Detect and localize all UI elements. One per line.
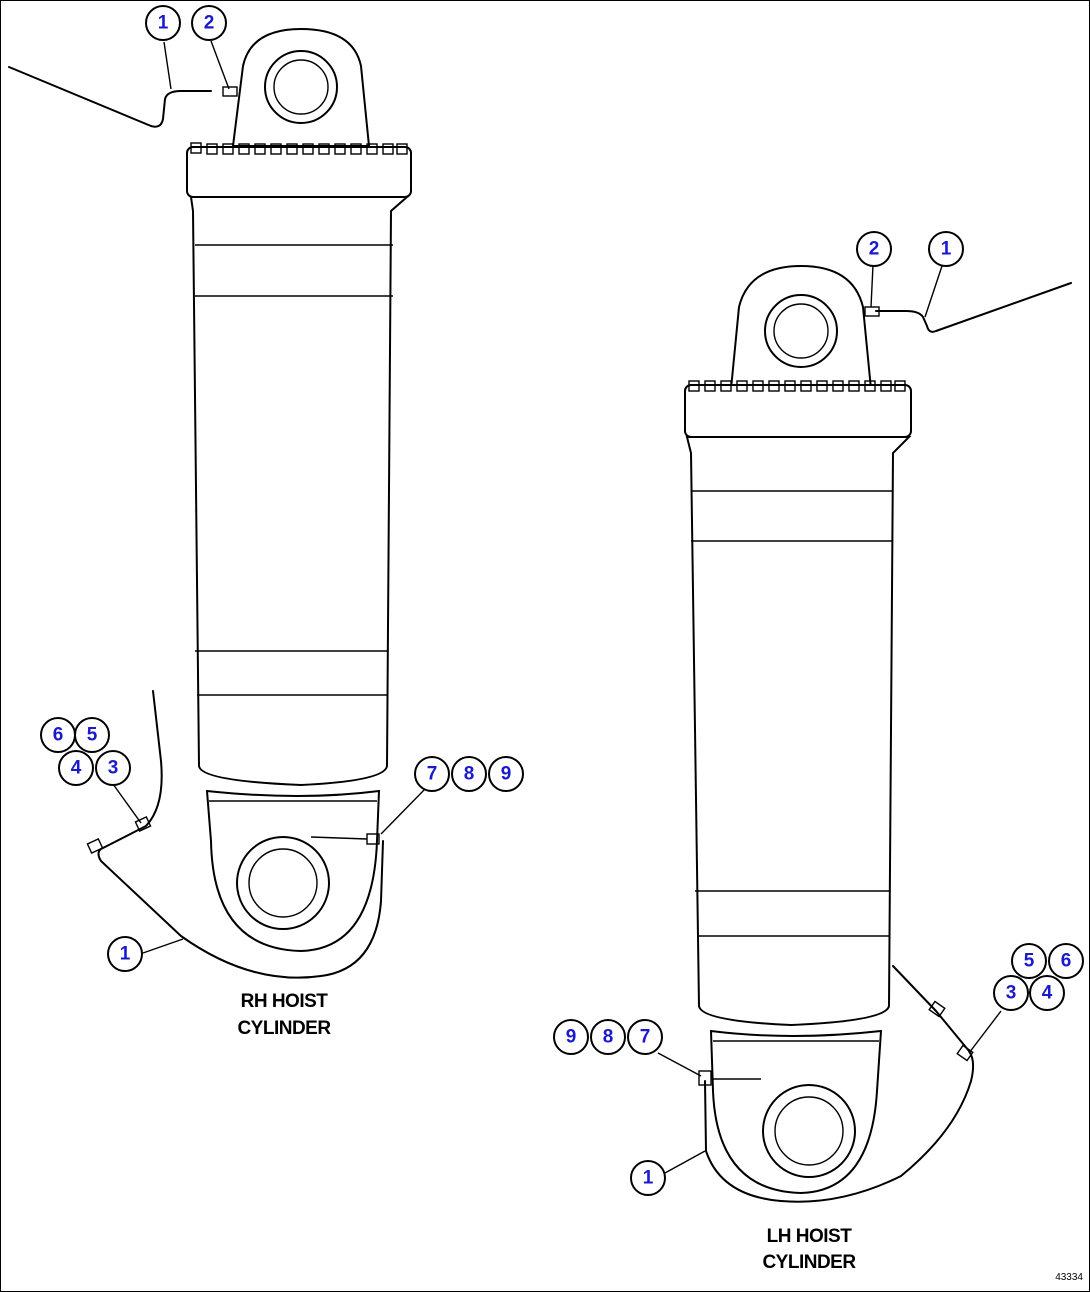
lh-hoist-cylinder <box>684 264 1072 1203</box>
rh-bottom-lube-line <box>97 690 384 979</box>
callout-rh-8: 8 <box>451 756 487 792</box>
svg-text:2: 2 <box>869 239 880 260</box>
reference-number: 43334 <box>1055 1272 1083 1283</box>
svg-text:4: 4 <box>71 758 82 779</box>
svg-text:3: 3 <box>108 758 119 779</box>
svg-text:3: 3 <box>1006 983 1017 1004</box>
rh-barrel <box>189 196 410 787</box>
svg-text:1: 1 <box>120 944 131 965</box>
svg-text:1: 1 <box>941 239 952 260</box>
callout-rh-7: 7 <box>414 756 450 792</box>
callout-rh-6: 6 <box>40 717 76 753</box>
lh-leader-lines <box>657 264 1002 1174</box>
svg-text:7: 7 <box>640 1027 651 1048</box>
rh-hoist-cylinder <box>8 27 412 979</box>
svg-text:1: 1 <box>643 1168 654 1189</box>
callout-rh-9: 9 <box>488 756 524 792</box>
callout-lh-bottom-line: 1 <box>630 1160 666 1196</box>
callout-lh-5: 5 <box>1011 943 1047 979</box>
lh-top-lube-line <box>875 282 1072 333</box>
svg-text:2: 2 <box>204 13 215 34</box>
callout-rh-5: 5 <box>74 717 110 753</box>
lh-bolt-heads <box>688 380 906 392</box>
svg-text:4: 4 <box>1042 983 1053 1004</box>
rh-caption-line1: RH HOIST <box>241 991 329 1012</box>
lh-head-flange <box>684 384 912 438</box>
callout-rh-top-fitting: 2 <box>191 5 227 41</box>
lh-caption-line2: CYLINDER <box>762 1252 856 1273</box>
svg-text:9: 9 <box>501 764 512 785</box>
callout-lh-top-fitting: 2 <box>856 231 892 267</box>
rh-callouts: 1 2 6 5 4 3 7 8 9 1 <box>40 5 524 972</box>
svg-text:7: 7 <box>427 764 438 785</box>
svg-text:6: 6 <box>53 725 64 746</box>
lh-caption-line1: LH HOIST <box>767 1226 853 1247</box>
svg-text:8: 8 <box>464 764 475 785</box>
callout-lh-3: 3 <box>993 975 1029 1011</box>
rh-caption-line2: CYLINDER <box>237 1018 331 1039</box>
callout-lh-6: 6 <box>1048 943 1084 979</box>
callout-rh-top-line: 1 <box>145 5 181 41</box>
callout-lh-9: 9 <box>553 1019 589 1055</box>
callout-lh-8: 8 <box>590 1019 626 1055</box>
callout-rh-3: 3 <box>95 750 131 786</box>
rh-leader-lines <box>112 40 427 954</box>
callout-rh-4: 4 <box>58 750 94 786</box>
svg-text:9: 9 <box>566 1027 577 1048</box>
svg-text:5: 5 <box>1024 951 1035 972</box>
callout-lh-top-line: 1 <box>928 231 964 267</box>
callout-lh-4: 4 <box>1029 975 1065 1011</box>
lh-callouts: 2 1 5 6 3 4 9 8 7 1 <box>553 231 1084 1196</box>
callout-lh-7: 7 <box>627 1019 663 1055</box>
svg-text:1: 1 <box>158 13 169 34</box>
rh-top-lube-line <box>8 66 212 128</box>
lh-barrel <box>685 436 912 1027</box>
svg-text:5: 5 <box>87 725 98 746</box>
svg-text:6: 6 <box>1061 951 1072 972</box>
callout-rh-bottom-line: 1 <box>107 936 143 972</box>
lh-bottom-lube-line <box>704 965 975 1203</box>
svg-text:8: 8 <box>603 1027 614 1048</box>
rh-bolt-heads <box>190 142 408 155</box>
